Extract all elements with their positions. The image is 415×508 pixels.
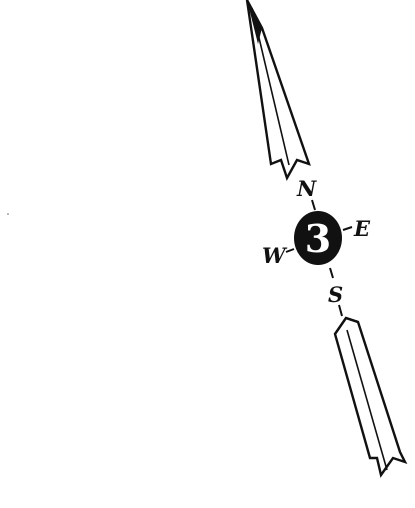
west-label: W: [262, 243, 288, 268]
speck: [7, 213, 9, 215]
south-arrow-blade: [335, 318, 405, 475]
south-arrow-head: [335, 318, 358, 334]
east-tick: [343, 227, 352, 230]
south-tick: [330, 268, 333, 278]
north-arrow: [247, 0, 309, 178]
south-label: S: [328, 282, 343, 307]
east-label: E: [353, 216, 371, 241]
north-tick: [312, 200, 315, 210]
north-label: N: [296, 176, 317, 201]
south-arrow: [335, 318, 405, 475]
west-tick: [286, 249, 294, 252]
compass-center: 3: [294, 211, 342, 265]
center-glyph: 3: [305, 216, 331, 261]
